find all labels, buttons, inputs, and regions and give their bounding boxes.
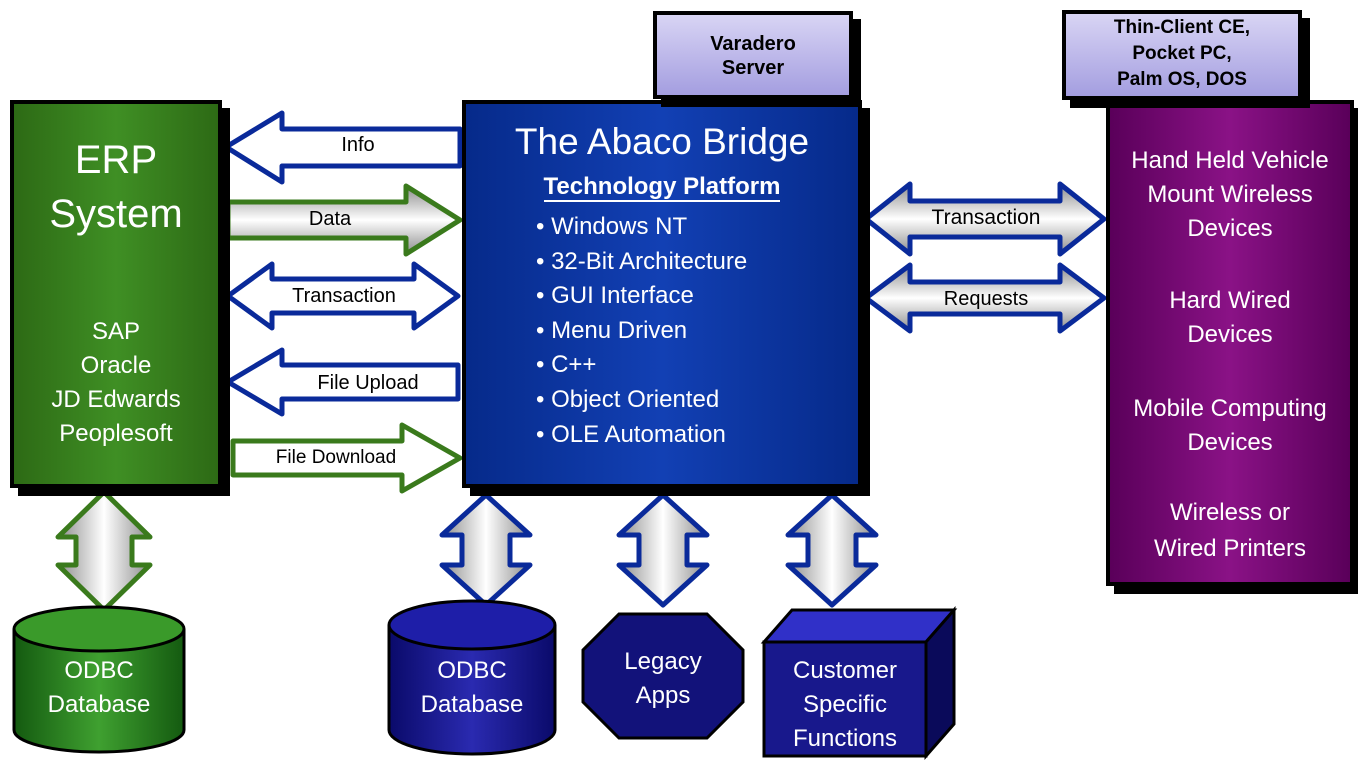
feature-menu-driven: Menu Driven: [551, 316, 688, 344]
feature-item: • GUI Interface: [536, 282, 694, 310]
info-label: Info: [341, 134, 375, 156]
erp-system-box: [10, 100, 222, 488]
custom-line1: Customer: [792, 657, 898, 684]
device-group-mobile-1: Mobile Computing: [1133, 395, 1327, 422]
feature-item: • Windows NT: [536, 213, 688, 240]
feature-item: • C++: [536, 351, 597, 379]
abaco-subtitle: Technology Platform: [543, 173, 781, 202]
odbc-database-green-cylinder: [12, 605, 186, 754]
varadero-line1: Varadero: [710, 33, 796, 55]
device-group-printers-1: Wireless or: [1169, 499, 1290, 526]
file-download-label: File Download: [275, 447, 397, 468]
legacy-apps-octagon: [581, 612, 745, 740]
abaco-features-list: • Windows NT • 32-Bit Architecture • GUI…: [536, 210, 856, 452]
erp-title-line2: System: [49, 192, 183, 236]
device-group-mobile-2: Devices: [1187, 429, 1273, 456]
arrow-info: [223, 110, 463, 185]
arrow-transaction-left: [225, 261, 461, 331]
customer-functions-cube: [760, 606, 958, 760]
odbc-blue-line1: ODBC: [437, 657, 507, 684]
feature-cpp: C++: [551, 351, 597, 379]
arrow-data: [225, 183, 463, 257]
erp-system-item: Peoplesoft: [59, 420, 173, 447]
erp-system-item: Oracle: [80, 352, 152, 379]
device-group-handheld-3: Devices: [1187, 215, 1273, 242]
device-group-handheld-2: Mount Wireless: [1147, 181, 1313, 208]
odbc-database-blue-cylinder: [387, 599, 557, 756]
erp-title-line1: ERP: [74, 138, 158, 182]
arrow-abaco-database: [439, 492, 533, 608]
abaco-subtitle-wrap: Technology Platform: [462, 172, 862, 202]
feature-windows-nt: Windows NT: [551, 213, 688, 240]
transaction-left-label: Transaction: [292, 285, 396, 307]
thin-client-line1: Thin-Client CE,: [1113, 17, 1251, 38]
abaco-bridge-box: [462, 100, 862, 488]
odbc-blue-line2: Database: [420, 691, 524, 718]
feature-item: • Menu Driven: [536, 316, 688, 344]
feature-ole: OLE Automation: [551, 420, 726, 448]
transaction-right-label: Transaction: [931, 206, 1041, 229]
device-group-printers-2: Wired Printers: [1153, 535, 1307, 562]
data-label: Data: [308, 208, 352, 230]
feature-item: • 32-Bit Architecture: [536, 247, 748, 275]
feature-32-bit: 32-Bit Architecture: [551, 247, 748, 275]
varadero-line2: Server: [721, 57, 785, 79]
arrow-file-upload: [225, 347, 461, 417]
requests-label: Requests: [943, 288, 1029, 310]
feature-item: • Object Oriented: [536, 385, 720, 413]
arrow-abaco-custom: [785, 492, 879, 608]
abaco-title: The Abaco Bridge: [514, 121, 810, 162]
odbc-green-line2: Database: [47, 691, 151, 718]
device-group-hardwired-2: Devices: [1187, 321, 1273, 348]
odbc-green-line1: ODBC: [64, 657, 134, 684]
thin-client-line3: Palm OS, DOS: [1117, 69, 1247, 90]
varadero-server-box: [653, 11, 853, 99]
file-upload-label: File Upload: [317, 372, 419, 394]
arrow-file-download: [230, 422, 463, 494]
thin-client-box: [1062, 10, 1302, 100]
arrow-abaco-legacy: [616, 492, 710, 608]
arrow-erp-database: [55, 489, 153, 613]
feature-object-oriented: Object Oriented: [551, 385, 720, 413]
arrow-transaction-right: [863, 181, 1107, 257]
custom-line3: Functions: [792, 725, 898, 752]
erp-system-item: JD Edwards: [51, 386, 181, 413]
feature-item: • OLE Automation: [536, 420, 726, 448]
legacy-line2: Apps: [635, 682, 691, 709]
feature-gui: GUI Interface: [551, 282, 694, 310]
legacy-line1: Legacy: [624, 648, 702, 675]
device-group-hardwired-1: Hard Wired: [1169, 287, 1291, 314]
devices-box: [1106, 100, 1354, 586]
thin-client-line2: Pocket PC,: [1132, 43, 1232, 64]
device-group-handheld-1: Hand Held Vehicle: [1131, 147, 1329, 174]
erp-system-item: SAP: [91, 318, 141, 345]
arrow-requests: [863, 262, 1107, 334]
custom-line2: Specific: [802, 691, 888, 718]
